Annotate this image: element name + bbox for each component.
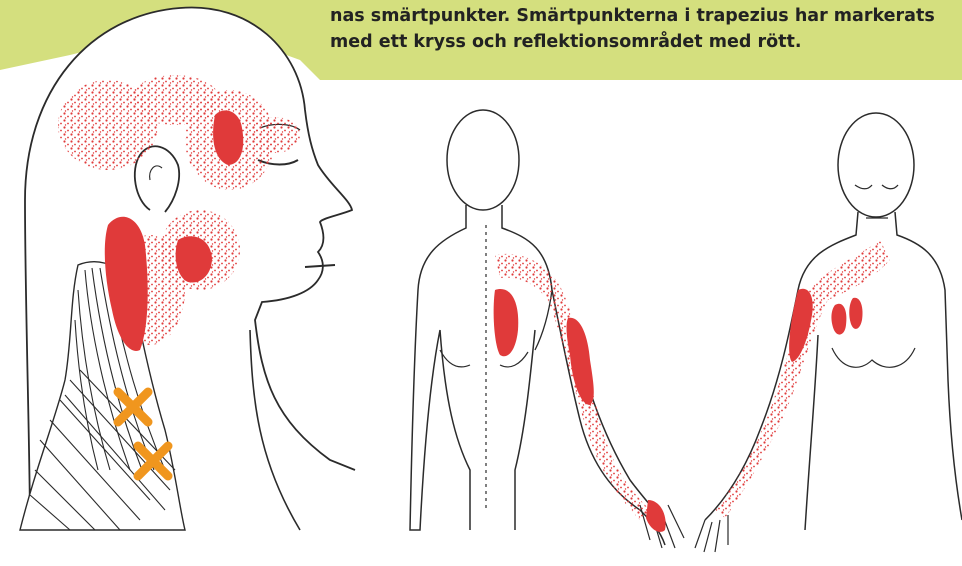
- back-view-figure: [410, 110, 684, 548]
- caption-text: nas smärtpunkter. Smärtpunkterna i trape…: [330, 3, 962, 55]
- head-profile-figure: [20, 7, 355, 530]
- caption-line: med ett kryss och reflektionsområdet med…: [330, 29, 962, 55]
- caption-line: nas smärtpunkter. Smärtpunkterna i trape…: [330, 3, 962, 29]
- front-view-figure: [695, 113, 962, 552]
